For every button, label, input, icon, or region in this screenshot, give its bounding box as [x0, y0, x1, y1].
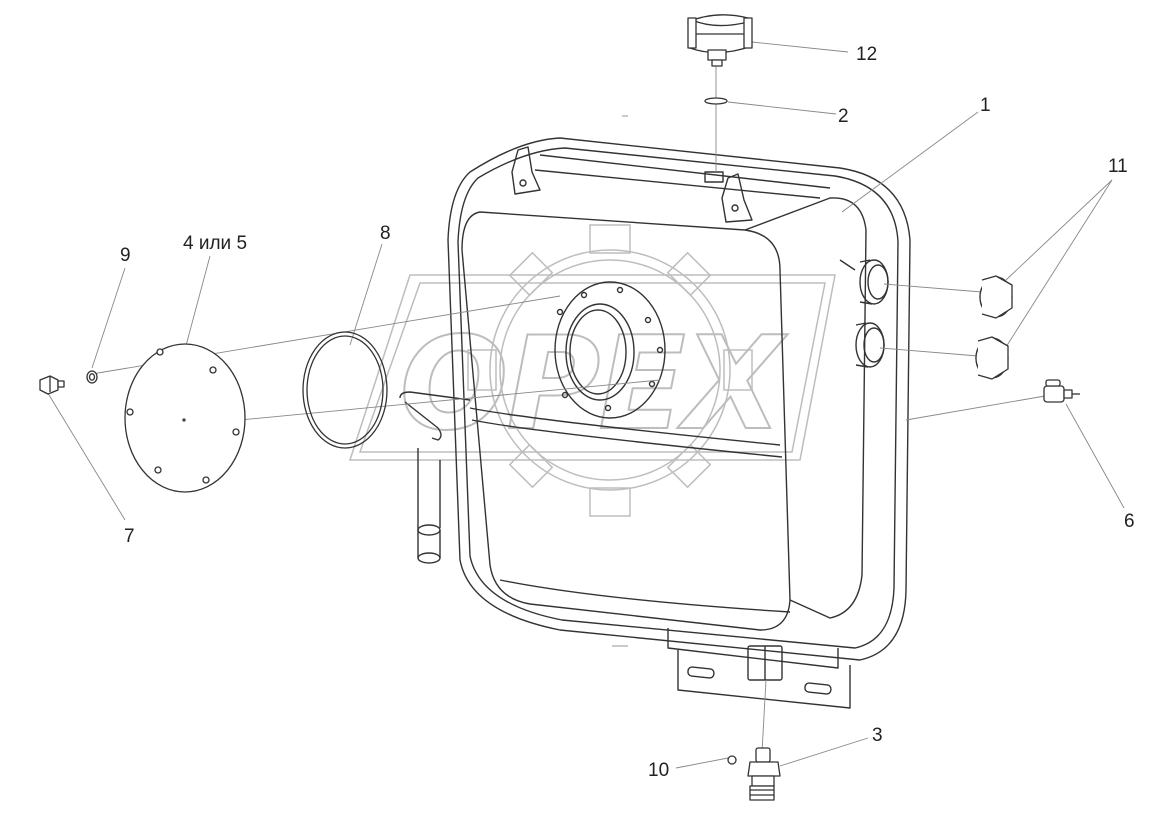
callout-6: 6	[1124, 511, 1135, 532]
callout-12: 12	[856, 44, 878, 65]
callout-11: 11	[1108, 156, 1128, 177]
tank-front-face	[461, 211, 791, 631]
callout-2: 2	[838, 106, 849, 127]
tank-bottom-line	[499, 579, 791, 613]
watermark-gear	[467, 224, 753, 517]
leader-2	[727, 101, 837, 115]
tank-top-lip	[539, 154, 831, 189]
tank-belt-line-2	[471, 419, 783, 458]
filler-neck-stub	[704, 171, 724, 183]
leader-3	[779, 737, 869, 767]
axis-plug-lower	[879, 347, 979, 357]
watermark: OPEX	[348, 224, 836, 517]
callout-1: 1	[980, 95, 991, 116]
axis-sensor	[905, 395, 1046, 421]
filler-cap	[687, 14, 753, 67]
leader-9	[91, 267, 126, 369]
watermark-banner-inner	[358, 282, 826, 453]
leader-1	[841, 111, 979, 213]
tank-body	[399, 137, 911, 709]
side-boss-lower	[855, 322, 885, 368]
side-boss-upper	[859, 259, 889, 305]
bolt-washer	[86, 370, 98, 384]
drain-ball	[727, 755, 737, 765]
tank-side-edge	[839, 259, 856, 271]
tank-top-lip-2	[534, 169, 821, 199]
watermark-banner-outer	[348, 274, 836, 461]
bottom-bracket	[667, 628, 851, 709]
tank-outer-rim	[447, 137, 911, 661]
callout-10: 10	[648, 760, 670, 781]
cover-bolt	[39, 375, 65, 395]
callout-8: 8	[380, 223, 391, 244]
plug-upper	[979, 275, 1013, 319]
tank-side-face	[744, 197, 867, 619]
leader-8	[349, 243, 383, 346]
plug-lower	[975, 336, 1009, 380]
top-lug-left	[511, 146, 541, 195]
leader-10	[675, 757, 729, 769]
filler-seal-ring	[704, 97, 728, 105]
callout-9: 9	[120, 245, 131, 266]
leader-12	[751, 41, 849, 53]
flange-gasket	[302, 331, 388, 449]
drain-fitting	[747, 747, 781, 801]
tank-belt-line	[469, 407, 781, 446]
top-lug-right	[721, 173, 753, 223]
cover-plate	[124, 343, 246, 493]
leader-7	[45, 389, 126, 521]
axis-drain	[761, 679, 767, 753]
level-sensor	[1043, 379, 1080, 403]
tank-flange	[554, 281, 666, 419]
callout-4-or-5: 4 или 5	[183, 233, 248, 254]
callout-3: 3	[872, 725, 883, 746]
tank-pipe-left	[399, 391, 471, 564]
tank-rim-inner	[457, 147, 899, 649]
axis-plug-upper	[883, 283, 983, 293]
leader-11a	[1005, 179, 1113, 281]
callout-7: 7	[124, 526, 135, 547]
leader-6	[1065, 403, 1125, 509]
leader-11b	[1005, 179, 1113, 348]
